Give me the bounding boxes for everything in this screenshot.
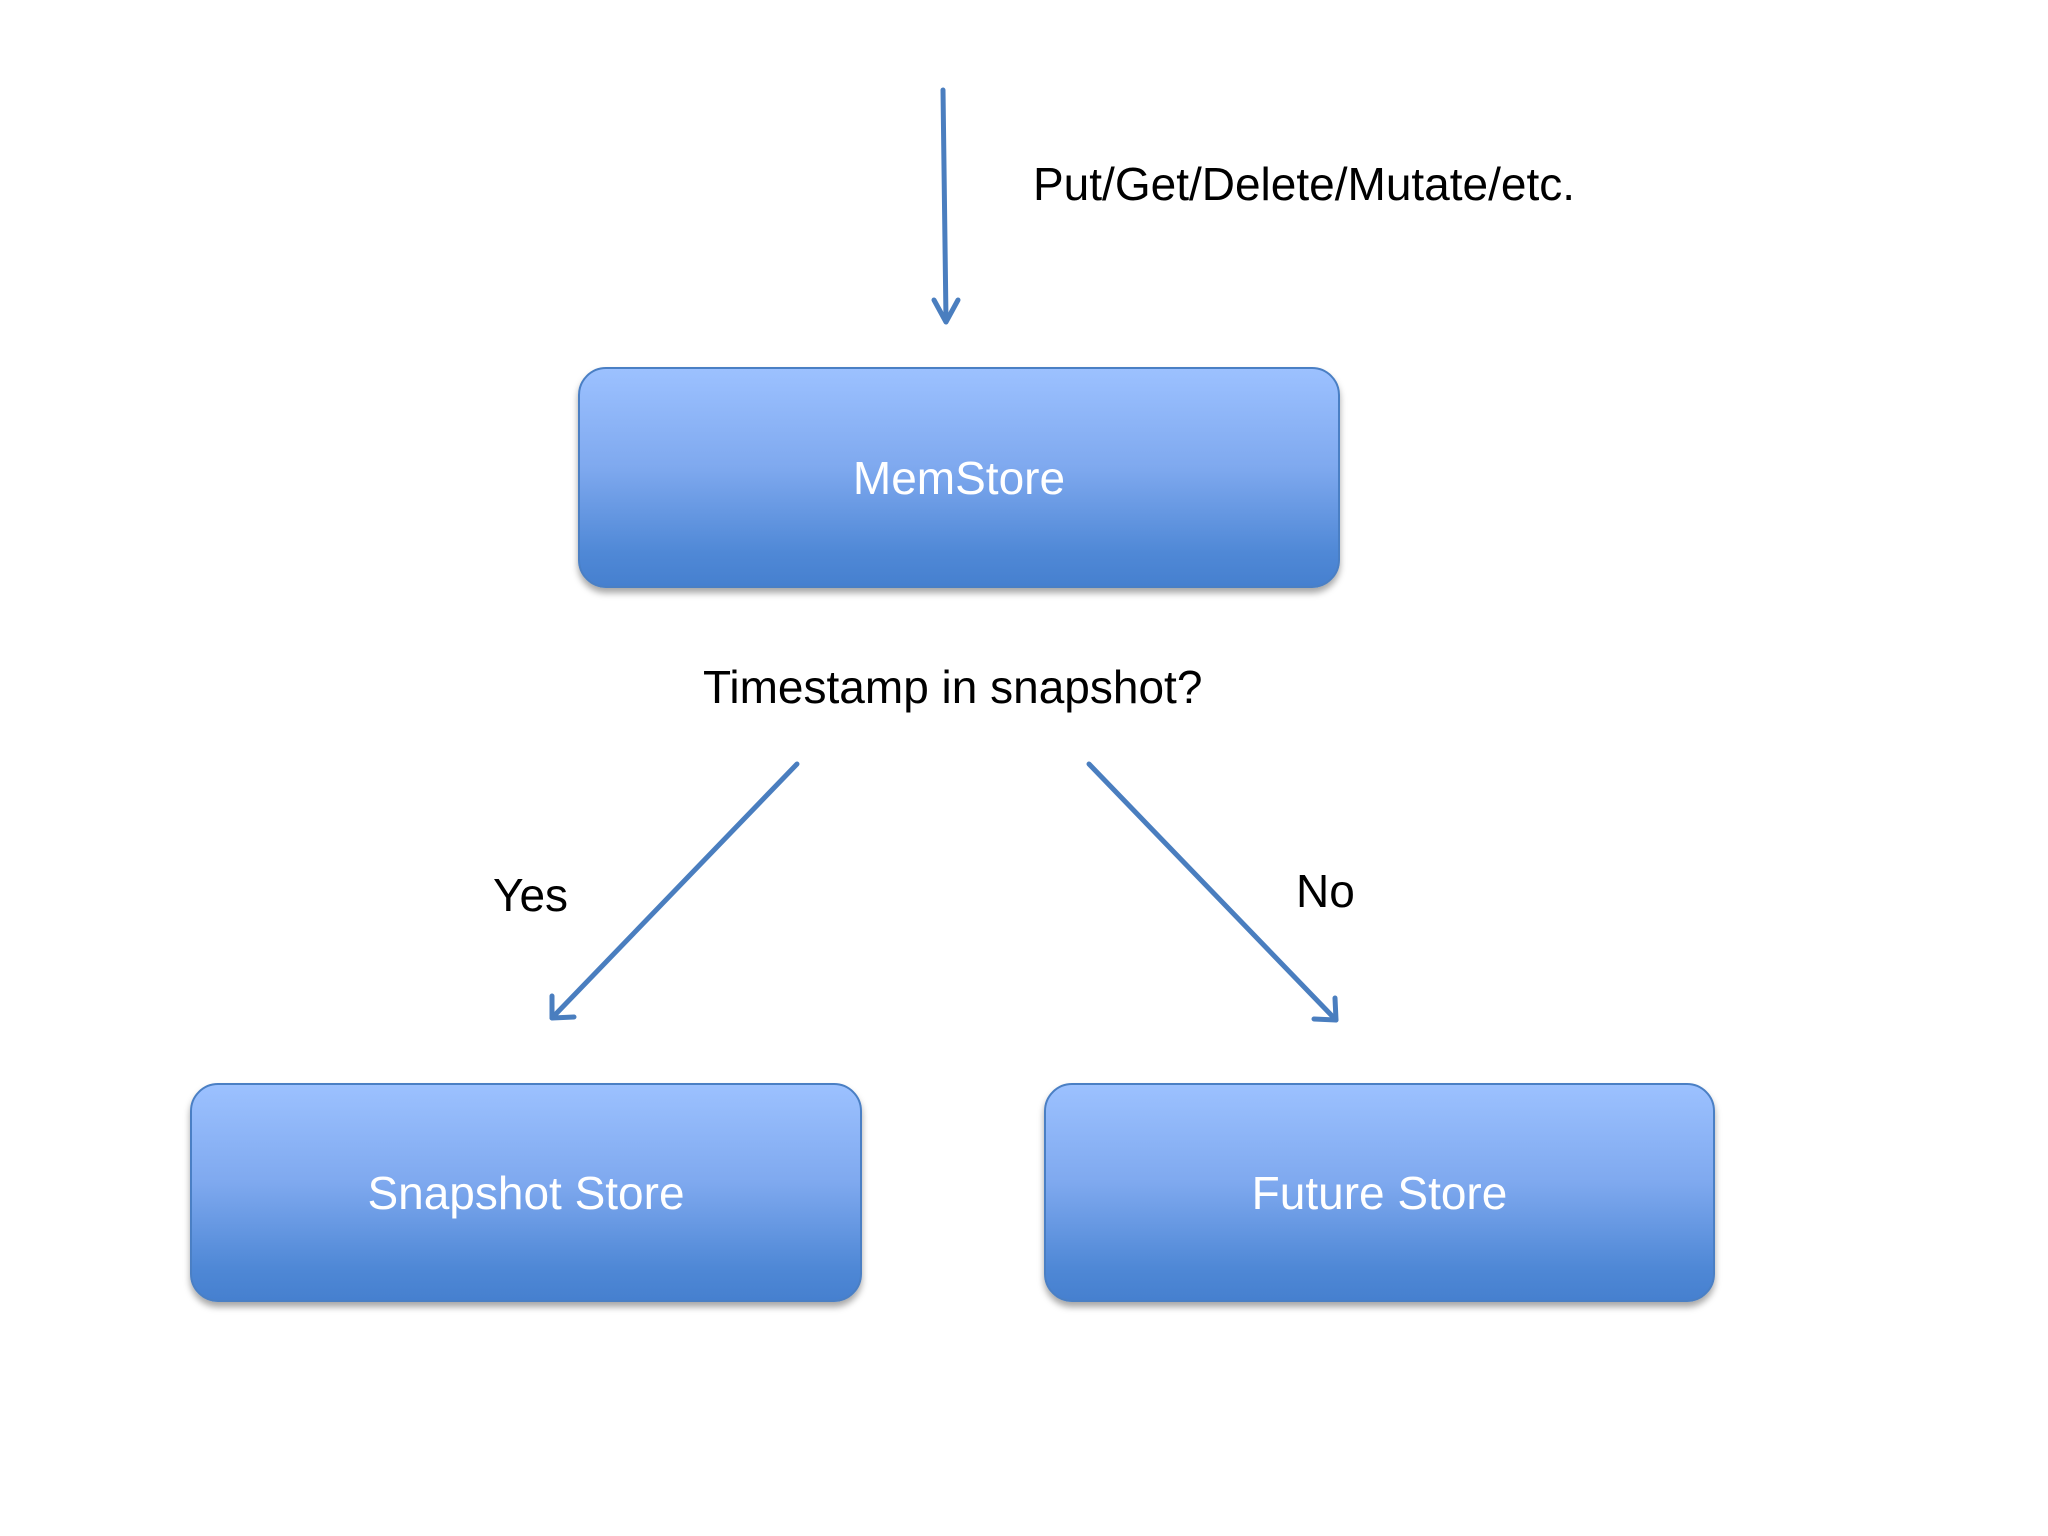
incoming-arrow: [931, 87, 961, 325]
memstore-box: MemStore: [578, 367, 1340, 588]
timestamp-question-label: Timestamp in snapshot?: [703, 661, 1203, 713]
operations-label: Put/Get/Delete/Mutate/etc.: [1033, 158, 1576, 210]
memstore-label: MemStore: [852, 451, 1066, 504]
snapshot-store-box: Snapshot Store: [190, 1083, 862, 1302]
no-arrow: [1086, 761, 1339, 1023]
future-store-label: Future Store: [1251, 1166, 1508, 1219]
future-store-box: Future Store: [1044, 1083, 1715, 1302]
snapshot-store-label: Snapshot Store: [367, 1166, 685, 1219]
no-label: No: [1296, 865, 1355, 917]
yes-label: Yes: [493, 869, 569, 921]
yes-arrow: [549, 761, 800, 1021]
